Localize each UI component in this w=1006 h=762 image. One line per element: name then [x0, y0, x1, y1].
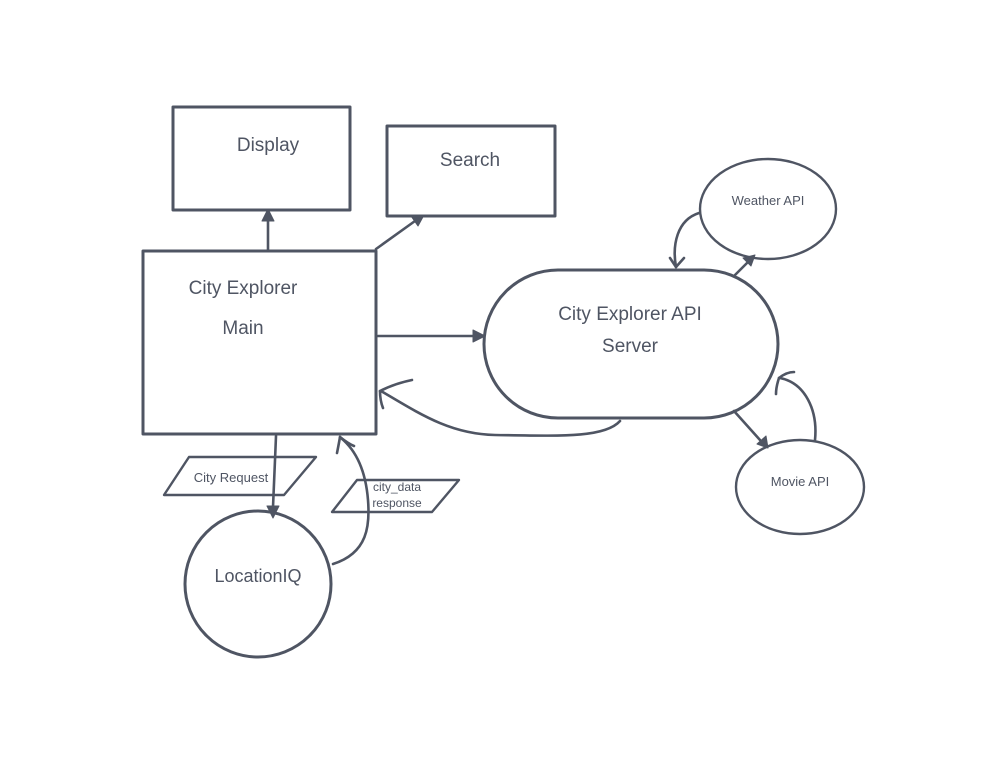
node-search-label: Search — [440, 150, 500, 171]
edge-main-to-locationiq[interactable] — [266, 434, 280, 519]
node-weather-api[interactable]: Weather API — [698, 157, 838, 261]
edge-main-to-search[interactable] — [374, 214, 425, 251]
data-city-data-response-label-line1: city_data — [373, 480, 421, 494]
node-display-label: Display — [237, 135, 300, 156]
node-api-server-label-line1: City Explorer API — [558, 304, 702, 325]
node-search[interactable]: Search — [385, 124, 557, 218]
node-weather-api-label: Weather API — [732, 193, 805, 208]
edge-weather-api-to-api-server[interactable] — [668, 211, 701, 269]
data-city-data-response-label-line2: response — [372, 496, 422, 510]
edge-api-server-to-main[interactable] — [378, 378, 622, 437]
node-movie-api-label: Movie API — [771, 474, 830, 489]
edge-main-to-display[interactable] — [261, 208, 275, 252]
node-main-label-line2: Main — [222, 318, 263, 339]
edge-main-to-api-server[interactable] — [376, 329, 486, 343]
data-city-request[interactable]: City Request — [162, 455, 318, 497]
node-api-server-label-line2: Server — [602, 336, 659, 357]
node-display[interactable]: Display — [171, 105, 352, 212]
edge-api-server-to-movie-api[interactable] — [732, 409, 769, 449]
node-locationiq-label: LocationIQ — [214, 566, 301, 586]
node-movie-api[interactable]: Movie API — [734, 438, 866, 536]
edge-locationiq-to-main[interactable] — [331, 435, 370, 566]
edge-movie-api-to-api-server[interactable] — [774, 370, 817, 442]
node-city-explorer-main[interactable]: City Explorer Main — [141, 249, 378, 436]
data-city-data-response[interactable]: city_data response — [330, 478, 461, 514]
node-main-label-line1: City Explorer — [189, 278, 298, 299]
edge-api-server-to-weather-api[interactable] — [732, 254, 756, 278]
node-city-explorer-api-server[interactable]: City Explorer API Server — [482, 268, 780, 420]
node-locationiq[interactable]: LocationIQ — [183, 509, 333, 659]
data-city-request-label: City Request — [194, 470, 269, 485]
